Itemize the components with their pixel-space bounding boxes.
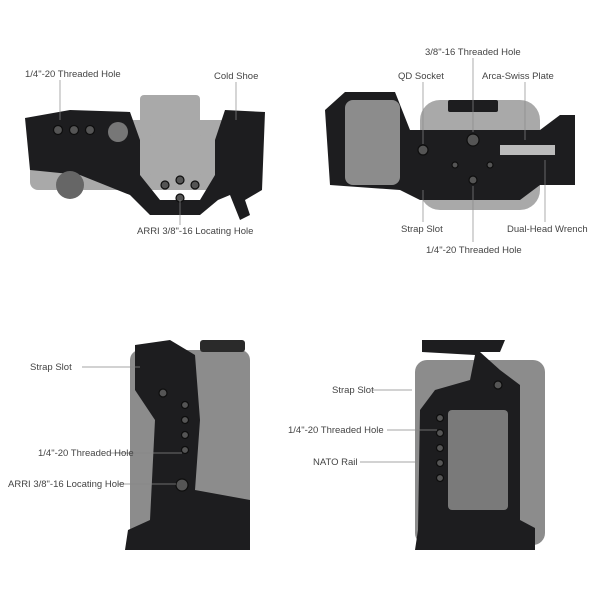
threaded-hole (180, 430, 190, 440)
label-strap-slot: Strap Slot (401, 224, 443, 235)
arri-hole (190, 180, 200, 190)
right-side-camera-cage (415, 340, 545, 550)
cold-shoe-area (148, 135, 203, 175)
label-threaded-hole-14: 1/4"-20 Threaded Hole (426, 245, 522, 256)
threaded-hole (435, 458, 445, 468)
arri-hole (160, 180, 170, 190)
top-view-camera-cage (25, 95, 265, 220)
camera-grip (345, 100, 400, 185)
top-handle (200, 340, 245, 352)
label-arri-hole: ARRI 3/8"-16 Locating Hole (8, 479, 124, 490)
grip-control (56, 171, 84, 199)
label-nato-rail: NATO Rail (313, 457, 358, 468)
cage-side-frame (125, 340, 250, 550)
left-side-camera-cage (125, 340, 250, 550)
arri-hole (175, 175, 185, 185)
label-threaded-hole: 1/4"-20 Threaded Hole (288, 425, 384, 436)
strap-slot-screw (493, 380, 503, 390)
threaded-hole (435, 473, 445, 483)
threaded-hole (52, 124, 64, 136)
threaded-hole (435, 428, 445, 438)
camera-side-panel (448, 410, 508, 510)
label-dual-head-wrench: Dual-Head Wrench (507, 224, 588, 235)
hole (486, 161, 494, 169)
label-arri-hole: ARRI 3/8"-16 Locating Hole (137, 226, 253, 237)
threaded-hole (68, 124, 80, 136)
threaded-hole (180, 445, 190, 455)
threaded-hole (180, 400, 190, 410)
dual-head-wrench (500, 145, 555, 155)
threaded-hole-38 (466, 133, 480, 147)
threaded-hole (180, 415, 190, 425)
threaded-hole (84, 124, 96, 136)
hole (451, 161, 459, 169)
threaded-hole (435, 413, 445, 423)
strap-slot-screw (158, 388, 168, 398)
label-strap-slot: Strap Slot (332, 385, 374, 396)
cage-frame (25, 110, 265, 220)
label-threaded-hole-38: 3/8"-16 Threaded Hole (425, 47, 521, 58)
arri-hole (175, 478, 189, 492)
bottom-view-camera-cage (325, 92, 575, 210)
qd-socket (417, 144, 429, 156)
label-threaded-hole: 1/4"-20 Threaded Hole (25, 69, 121, 80)
threaded-hole-14 (468, 175, 478, 185)
label-cold-shoe: Cold Shoe (214, 71, 258, 82)
label-threaded-hole: 1/4"-20 Threaded Hole (38, 448, 134, 459)
label-strap-slot: Strap Slot (30, 362, 72, 373)
threaded-hole (435, 443, 445, 453)
label-arca-swiss-plate: Arca-Swiss Plate (482, 71, 554, 82)
mode-dial (108, 122, 128, 142)
label-qd-socket: QD Socket (398, 71, 444, 82)
